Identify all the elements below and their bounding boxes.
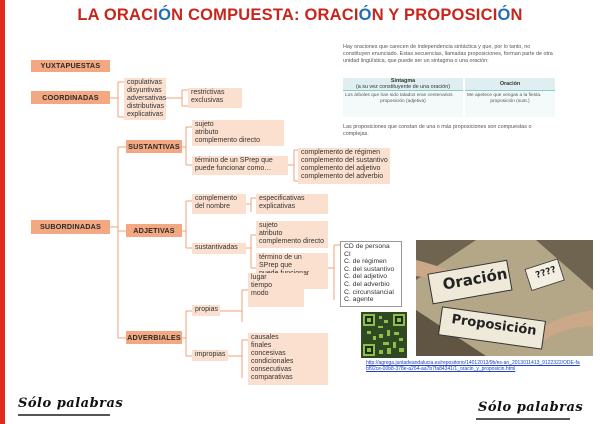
sustantivas-box: SUSTANTIVAS bbox=[126, 140, 182, 153]
subordinadas-box: SUBORDINADAS bbox=[31, 220, 110, 234]
oracion-proposicion-illustration: Oración Proposición ???? bbox=[416, 240, 593, 356]
info-table-head-sintagma: Sintagma(a su vez constituyente de una o… bbox=[343, 78, 463, 91]
qr-code bbox=[361, 312, 407, 358]
left-red-bar bbox=[0, 0, 5, 424]
info-table-head-oracion: Oración bbox=[465, 78, 555, 91]
logo-right-underline bbox=[476, 418, 570, 420]
info-table-cell-oracion: Me apetece que vengas a la fiesta.propos… bbox=[465, 91, 555, 117]
yuxtapuestas-box: YUXTAPUESTAS bbox=[31, 60, 110, 72]
info-outro: Las proposiciones que constan de una o m… bbox=[343, 124, 532, 137]
adverbiales-propias: propias bbox=[192, 305, 220, 316]
info-table: Sintagma(a su vez constituyente de una o… bbox=[343, 78, 555, 118]
adverbiales-impropias: impropias bbox=[192, 350, 228, 361]
source-link[interactable]: http://agrega.juntadeandalucia.es/reposi… bbox=[366, 360, 580, 373]
adverbiales-box: ADVERBIALES bbox=[126, 331, 182, 344]
info-intro: Hay oraciones que carecen de independenc… bbox=[343, 44, 553, 64]
logo-right: Sólo palabras bbox=[478, 400, 584, 415]
info-table-cell-sintagma: Los árboles que han sido talados eran ce… bbox=[343, 91, 463, 117]
coordinadas-box: COORDINADAS bbox=[31, 91, 110, 104]
adjetivas-box: ADJETIVAS bbox=[126, 224, 182, 237]
logo-left-underline bbox=[18, 414, 110, 416]
adjetivas-sustantivadas: sustantivadas bbox=[192, 243, 246, 254]
logo-left: Sólo palabras bbox=[18, 396, 124, 411]
page-title: LA ORACIÓN COMPUESTA: ORACIÓN Y PROPOSIC… bbox=[77, 6, 523, 24]
